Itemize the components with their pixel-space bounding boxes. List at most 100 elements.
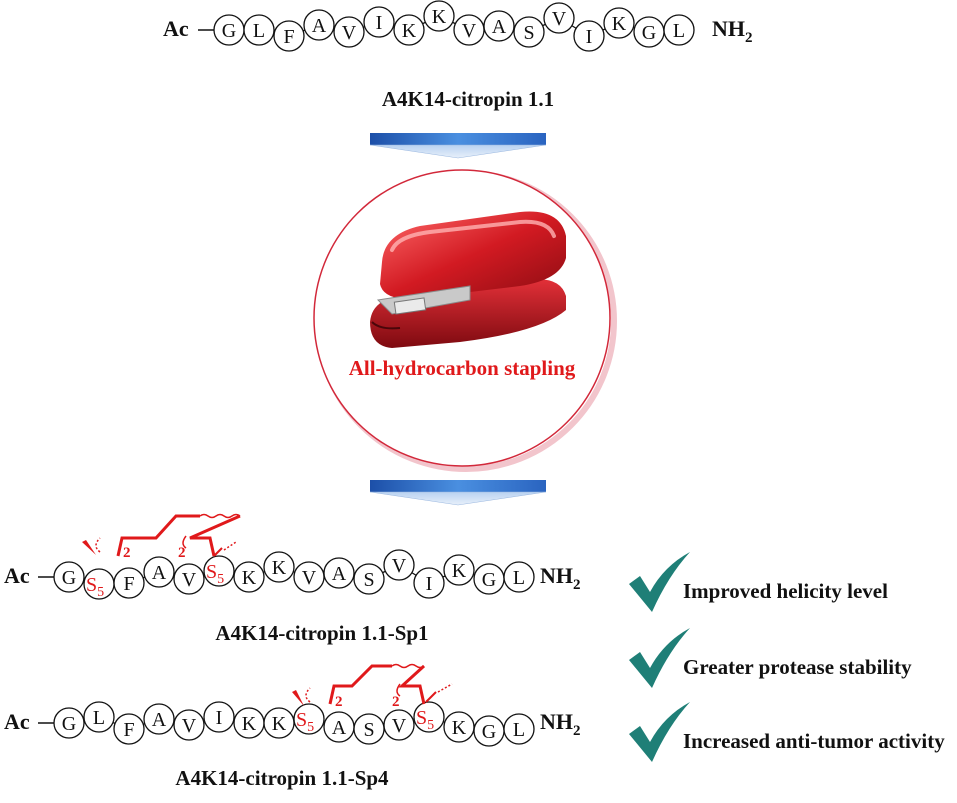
residue-label: G — [482, 721, 496, 743]
residue-circle — [543, 2, 575, 34]
benefit-item: Greater protease stability — [629, 628, 912, 688]
residue-label: L — [673, 20, 685, 42]
residue-label: K — [242, 567, 257, 589]
residue-circle — [603, 7, 635, 39]
residue-label: A — [152, 562, 167, 584]
sp4-peptide-name: A4K14-citropin 1.1-Sp4 — [175, 766, 389, 790]
residue-circle — [53, 561, 85, 593]
benefit-text: Improved helicity level — [683, 579, 888, 603]
residue-circle — [413, 567, 445, 599]
residue-label: L — [513, 567, 525, 589]
residue-circle — [243, 14, 275, 46]
down-arrow-1 — [369, 133, 547, 159]
residue-label: A — [152, 709, 167, 731]
residue-label: V — [182, 569, 197, 591]
benefit-text: Greater protease stability — [683, 655, 912, 679]
residue-label: A — [492, 16, 507, 38]
benefit-item: Improved helicity level — [629, 552, 888, 612]
residue-circle — [233, 561, 265, 593]
residue-label: L — [513, 719, 525, 741]
residue-label: S — [523, 22, 534, 44]
residue-label: K — [242, 713, 257, 735]
residue-label: V — [342, 22, 357, 44]
residue-circle — [503, 713, 535, 745]
benefits-list: Improved helicity level Greater protease… — [629, 552, 945, 762]
residue-circle — [173, 709, 205, 741]
c-terminus-label: NH2 — [540, 709, 581, 739]
residue-label: G — [222, 20, 236, 42]
residue-circle — [113, 713, 145, 745]
residue-label: V — [182, 715, 197, 737]
residue-label: G — [482, 569, 496, 591]
stapler-icon — [370, 211, 566, 348]
residue-label: K — [452, 717, 467, 739]
residue-circle — [53, 707, 85, 739]
residue-label: I — [586, 26, 593, 48]
residue-label: V — [552, 8, 567, 30]
top-peptide-name: A4K14-citropin 1.1 — [382, 87, 554, 111]
residue-label: I — [216, 707, 223, 729]
residue-label: F — [283, 26, 294, 48]
residue-circle — [393, 14, 425, 46]
check-icon — [629, 628, 690, 688]
residue-label: I — [376, 12, 383, 34]
residue-label: G — [62, 567, 76, 589]
residue-circle — [413, 701, 445, 733]
residue-circle — [203, 701, 235, 733]
residue-circle — [273, 20, 305, 52]
residue-label: L — [253, 20, 265, 42]
residue-circle — [113, 567, 145, 599]
residue-circle — [513, 16, 545, 48]
residue-circle — [383, 709, 415, 741]
sp1-staple-bridge: 2 2 — [82, 513, 241, 561]
residue-label: L — [93, 707, 105, 729]
residue-circle — [263, 551, 295, 583]
residue-circle — [173, 563, 205, 595]
residue-circle — [483, 10, 515, 42]
residue-label: S — [363, 719, 374, 741]
residue-label: K — [402, 20, 417, 42]
c-terminus-label: NH2 — [540, 563, 581, 593]
residue-label: I — [426, 573, 433, 595]
linker-count: 2 — [178, 545, 186, 561]
residue-label: V — [462, 20, 477, 42]
stapling-label: All-hydrocarbon stapling — [349, 356, 576, 380]
residue-label: K — [272, 713, 287, 735]
n-terminus-label: Ac — [163, 16, 189, 41]
residue-circle — [303, 9, 335, 41]
linker-count: 2 — [123, 545, 131, 561]
residue-circle — [143, 556, 175, 588]
residue-circle — [383, 549, 415, 581]
residue-label: A — [332, 563, 347, 585]
residue-label: K — [612, 13, 627, 35]
residue-circle — [503, 561, 535, 593]
residue-circle — [143, 703, 175, 735]
residue-circle — [663, 14, 695, 46]
residue-label: K — [432, 6, 447, 28]
residue-label: V — [302, 567, 317, 589]
linker-count: 2 — [392, 694, 400, 710]
residue-circle — [363, 6, 395, 38]
residue-label: V — [392, 715, 407, 737]
residue-label: A — [332, 717, 347, 739]
residue-label: V — [392, 555, 407, 577]
sp4-staple-bridge: 2 2 — [292, 663, 453, 710]
linker-count: 2 — [335, 694, 343, 710]
residue-circle — [423, 0, 455, 32]
residue-circle — [83, 701, 115, 733]
residue-circle — [573, 20, 605, 52]
down-arrow-2 — [369, 480, 547, 506]
check-icon — [629, 552, 690, 612]
benefit-item: Increased anti-tumor activity — [629, 702, 945, 762]
c-terminus-label: NH2 — [712, 16, 753, 46]
residue-label: F — [123, 719, 134, 741]
residue-label: K — [272, 557, 287, 579]
residue-circle — [353, 563, 385, 595]
residue-circle — [323, 557, 355, 589]
residue-label: K — [452, 560, 467, 582]
residue-label: G — [62, 713, 76, 735]
